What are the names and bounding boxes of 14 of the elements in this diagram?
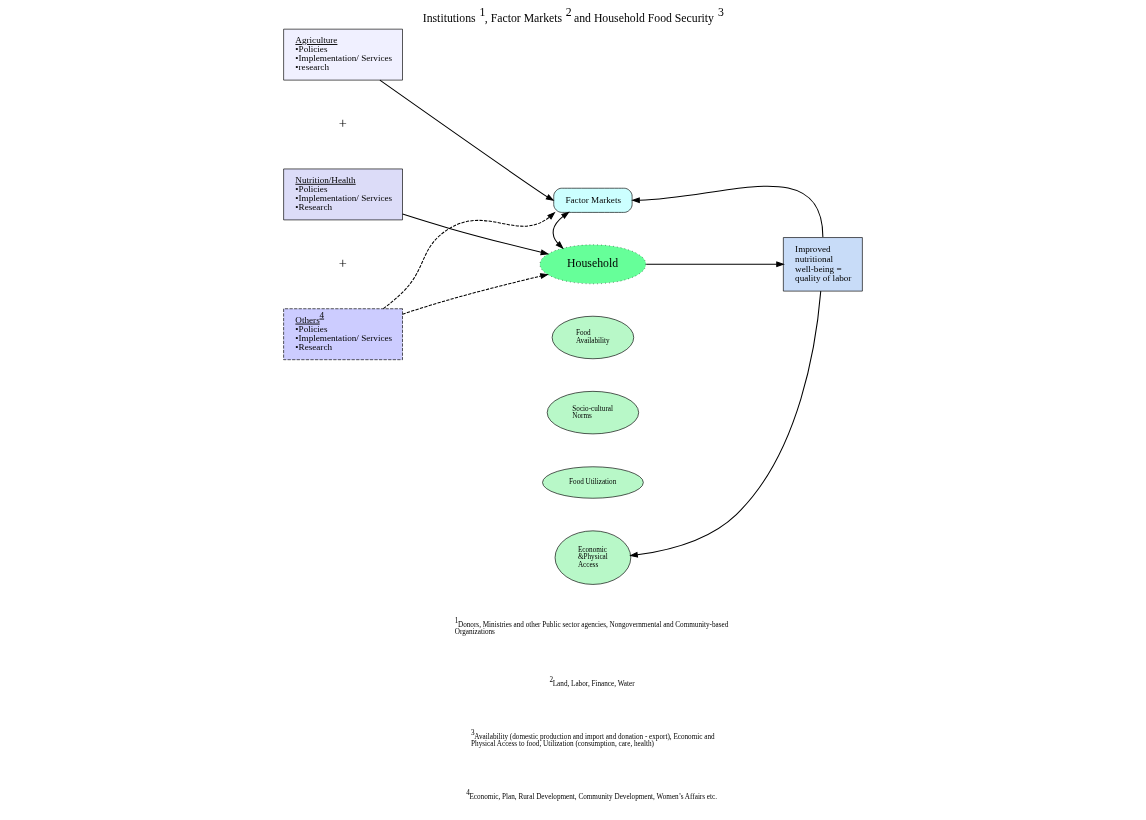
arrow [552, 211, 570, 250]
arrow [402, 273, 549, 315]
arrow [382, 211, 556, 310]
node-box: Agriculture •Policies •Implementation/ Services •research [283, 28, 403, 81]
node-box: Improved nutritional well-being = quality of labor [783, 237, 863, 292]
label: + [338, 254, 347, 271]
arrow [402, 213, 550, 256]
node-box: Factor Markets [553, 187, 633, 213]
arrow [629, 290, 822, 558]
arrow [645, 261, 785, 268]
arrow [379, 79, 555, 202]
arrow [631, 185, 824, 238]
node-box: Nutrition/Health •Policies •Implementation/ Services •Research [283, 168, 403, 221]
label: + [338, 115, 347, 132]
